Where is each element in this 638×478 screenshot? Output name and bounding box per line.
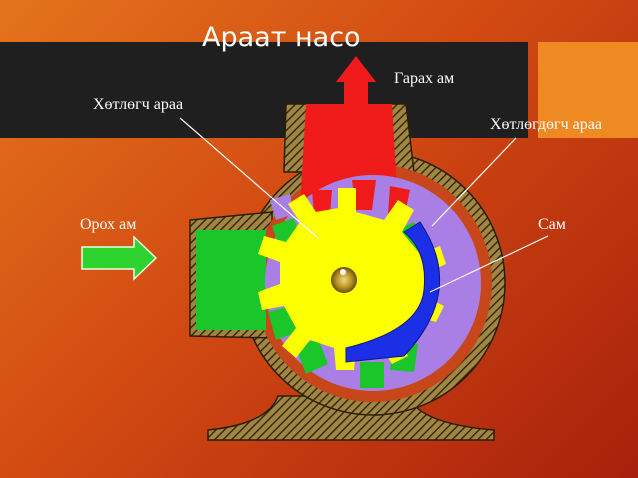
title-band (0, 42, 528, 138)
slide-title: Араат насо (202, 22, 361, 53)
crescent (345, 221, 440, 363)
inlet-port (196, 230, 266, 330)
driven-gear-leader (431, 137, 517, 227)
crescent-label: Сам (538, 216, 566, 233)
inlet-label: Орох ам (80, 216, 137, 233)
outlet-label: Гарах ам (394, 70, 455, 87)
arrow-up-icon (336, 56, 376, 108)
driven-gear-label: Хөтлөгдөгч араа (490, 116, 602, 133)
drive-gear-leader (179, 117, 319, 239)
crescent-leader (429, 235, 549, 293)
drive-gear-label: Хөтлөгч араа (93, 96, 184, 113)
driven-gear-teeth (270, 194, 458, 352)
accent-block (538, 42, 638, 138)
arrow-right-icon (81, 235, 158, 281)
shaft-icon (331, 267, 357, 293)
leader-lines (179, 117, 549, 293)
